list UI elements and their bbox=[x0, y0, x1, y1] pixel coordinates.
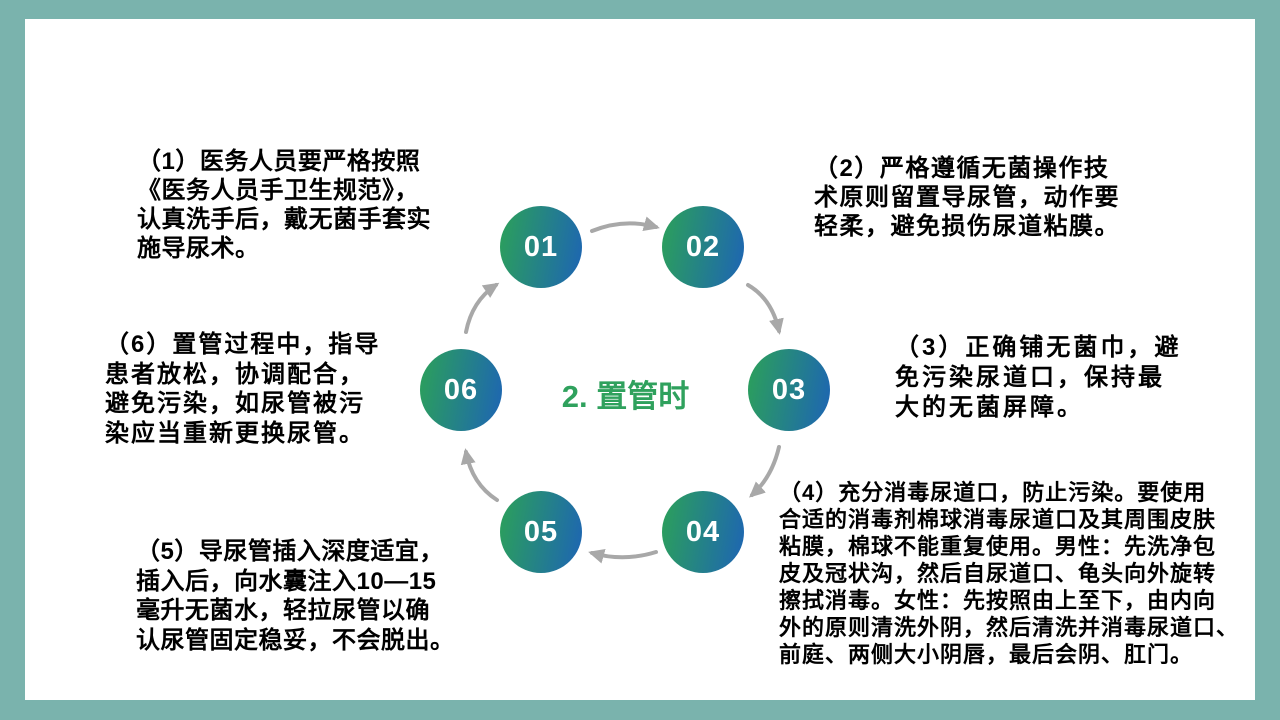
step-circle-02: 02 bbox=[662, 206, 744, 288]
step-circle-06: 06 bbox=[420, 349, 502, 431]
step-circle-05: 05 bbox=[500, 491, 582, 573]
slide-content-area bbox=[25, 19, 1255, 700]
note-step-4: （4）充分消毒尿道口，防止污染。要使用 合适的消毒剂棉球消毒尿道口及其周围皮肤 … bbox=[779, 480, 1240, 667]
step-number-05: 05 bbox=[523, 515, 559, 548]
step-circle-01: 01 bbox=[500, 206, 582, 288]
step-number-01: 01 bbox=[523, 230, 559, 263]
note-step-2: （2）严格遵循无菌操作技 术原则留置导尿管，动作要 轻柔，避免损伤尿道粘膜。 bbox=[814, 155, 1120, 240]
step-number-06: 06 bbox=[443, 373, 479, 406]
step-circle-03: 03 bbox=[748, 349, 830, 431]
note-step-6: （6）置管过程中，指导 患者放松，协调配合， 避免污染，如尿管被污 染应当重新更… bbox=[105, 331, 381, 447]
note-step-1: （1）医务人员要严格按照 《医务人员手卫生规范》， 认真洗手后，戴无菌手套实 施… bbox=[137, 148, 431, 262]
step-circle-04: 04 bbox=[662, 491, 744, 573]
step-number-02: 02 bbox=[685, 230, 721, 263]
step-number-03: 03 bbox=[771, 373, 807, 406]
note-step-5: （5）导尿管插入深度适宜， 插入后，向水囊注入10—15 毫升无菌水，轻拉尿管以… bbox=[136, 538, 455, 654]
diagram-center-title: 2. 置管时 bbox=[561, 379, 690, 414]
note-step-3: （3）正确铺无菌巾，避 免污染尿道口，保持最 大的无菌屏障。 bbox=[895, 334, 1182, 421]
step-number-04: 04 bbox=[685, 515, 721, 548]
